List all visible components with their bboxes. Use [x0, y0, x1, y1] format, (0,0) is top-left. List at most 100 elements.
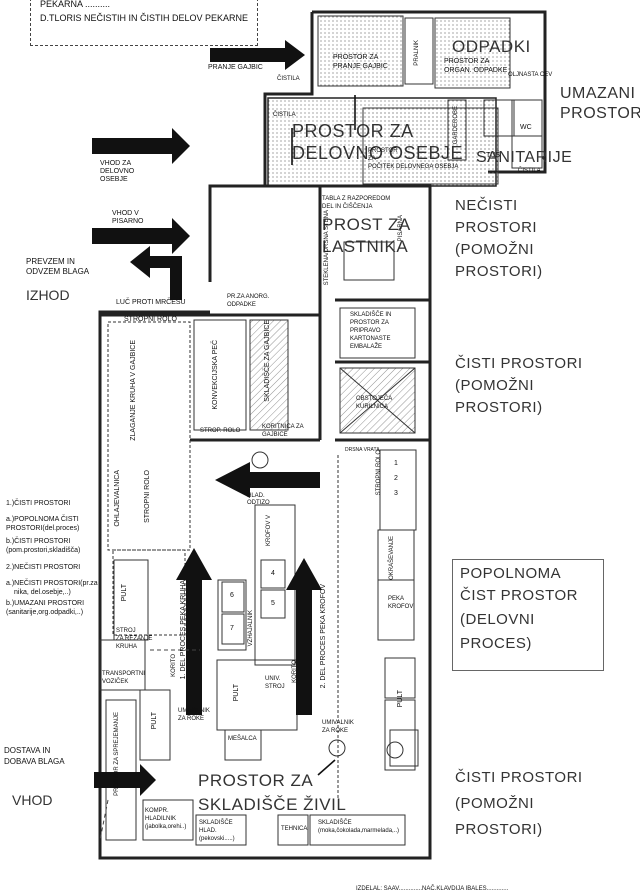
label-umivalnik-left-2: ZA ROKE: [178, 716, 205, 722]
label-umazani-2: PROSTORI: [560, 105, 640, 122]
label-hlad-1: HLAD.: [247, 493, 265, 499]
key-c2: 2.)NEČISTI PROSTORI: [6, 564, 81, 571]
label-umivalnik-right-1: UMIVALNIK: [322, 720, 354, 726]
label-strop-rolo: STROP. ROLO: [200, 428, 241, 434]
key-c1a-2: PROSTORI(del.proces): [6, 525, 80, 532]
label-stropni-rolo-1: STROPNI ROLO: [124, 316, 177, 323]
label-konvekcijska-pec: KONVEKCIJSKA PEČ: [212, 340, 219, 410]
label-stroj-3: KRUHA: [116, 644, 138, 650]
key-c2a-1: a.)NEČISTI PROSTORI(pr.za: [6, 580, 98, 587]
label-kurilnica-2: KURILNICA: [356, 404, 389, 410]
label-koritnica-2: GAJBICE: [262, 432, 288, 438]
label-stropni-rolo-3: STROPNI ROLO: [376, 450, 382, 496]
label-garderobe: GARDEROBE: [453, 106, 459, 145]
label-necisti-4: PROSTORI): [455, 263, 543, 280]
label-umazani-1: UMAZANI: [560, 85, 636, 102]
label-zlaganje-kruha: ZLAGANJE KRUHA V GAJBICE: [130, 340, 137, 441]
header-box: [30, 0, 258, 46]
label-univ-stroj-1: UNIV.: [265, 676, 281, 682]
label-korito-right: KORITO: [292, 660, 298, 683]
label-vzhajalnik: VZHAJALNIK: [248, 610, 254, 647]
label-sklad-hlad-2: HLAD.: [199, 828, 217, 834]
label-dostava-1: DOSTAVA IN: [4, 746, 51, 755]
label-cistila-top: ČISTILA: [277, 76, 300, 82]
label-sprejemanje: PROSTOR ZA SPREJEMANJE: [114, 712, 120, 796]
label-pranje-gajbic-room-2: PRANJE GAJBIC: [333, 63, 388, 70]
key-c2b-1: b.)UMAZANI PROSTORI: [6, 600, 85, 607]
label-prevzem-2: ODVZEM BLAGA: [26, 267, 90, 276]
label-cisti1-3: PROSTORI): [455, 399, 543, 416]
label-vhod-delovno-3: OSEBJE: [100, 176, 128, 183]
label-anorg-1: PR.ZA ANORG.: [227, 294, 270, 300]
label-transportni-2: VOZIČEK: [102, 679, 129, 685]
label-umivalnik-left-1: UMIVALNIK: [178, 708, 210, 714]
label-tabla-1: TABLA Z RAZPOREDOM: [322, 196, 391, 202]
label-kompr-2: HLADILNIK: [145, 816, 177, 822]
label-pult-lower: PULT: [151, 712, 158, 730]
label-dostava-2: DOBAVA BLAGA: [4, 757, 65, 766]
key-c1b-2: (pom.prostori,skladišča): [6, 547, 81, 554]
label-skladisce-zivil-1: PROSTOR ZA: [198, 771, 314, 790]
label-del-proces-krofov: 2. DEL PROCES PEKA KROFOV: [320, 584, 327, 689]
label-lastnika-1: PROST ZA: [322, 215, 411, 234]
key-c1b-1: b.)ČISTI PROSTORI: [6, 538, 71, 545]
label-vhod-delovno-2: DELOVNO: [100, 168, 135, 175]
number-7: 7: [230, 625, 234, 632]
key-c1a-1: a.)POPOLNOMA ČISTI: [6, 516, 79, 523]
label-delovno-osebje-2: DELOVNO OSEBJE: [292, 143, 464, 163]
label-oljnasta-cev: OLJNASTA CEV: [508, 72, 553, 78]
entrance-arrows: [92, 40, 322, 796]
key-c2a-2: nika, del.osebje,..): [14, 589, 71, 596]
label-tabla-2: DEL IN ČIŠČENJA: [322, 204, 373, 210]
label-okrasevanje: OKRAŠEVANJE: [389, 536, 395, 580]
label-kartonaste-1: SKLADIŠČE IN: [350, 312, 392, 318]
label-zlaganje-krofov: KROFOV V: [266, 515, 272, 547]
number-5: 5: [271, 600, 275, 607]
label-ohlajevalnica: OHLAJEVALNICA: [114, 470, 121, 527]
label-necisti-3: (POMOŽNI: [455, 241, 534, 258]
label-cistila-3: ČISTILA: [518, 168, 541, 174]
label-tehnica: TEHNICA: [281, 826, 308, 832]
label-pocitek-2: ZA: [368, 156, 376, 162]
label-cisti2-3: PROSTORI): [455, 821, 543, 838]
label-kompr-1: KOMPR.: [145, 808, 169, 814]
legend-line-3: (DELOVNI: [460, 611, 535, 628]
label-kartonaste-2: PROSTOR ZA: [350, 320, 389, 326]
label-skladisce-gajbice: SKLADIŠČE ZA GAJBICE: [264, 320, 271, 402]
label-delovno-osebje-1: PROSTOR ZA: [292, 121, 414, 141]
label-necisti-2: PROSTORI: [455, 219, 538, 236]
label-pult-center: PULT: [233, 684, 240, 702]
label-skladisce-zivil-2: SKLADIŠČE ŽIVIL: [198, 795, 347, 814]
header-line2: D.TLORIS NEČISTIH IN ČISTIH DELOV PEKARN…: [40, 13, 249, 23]
label-pocitek-1: PROSTOR: [368, 148, 398, 154]
label-sklad-hlad-3: (pekovski.....): [199, 836, 235, 842]
label-vhod-delovno-1: VHOD ZA: [100, 160, 132, 167]
label-univ-stroj-2: STROJ: [265, 684, 285, 690]
label-luc-mrcesu: LUČ PROTI MRČESU: [116, 299, 186, 306]
header-line1: PEKARNA ..........: [40, 0, 111, 9]
label-stroj-1: STROJ: [116, 628, 136, 634]
label-pisarna: PISARNA: [398, 215, 404, 242]
label-sklad-moka-1: SKLADIŠČE: [318, 820, 352, 826]
label-pult-left: PULT: [121, 584, 128, 602]
label-bottom-note: IZDELAL: SAAV..............NAČ.KLAVDIJA …: [356, 886, 509, 892]
label-sanitarije: SANITARIJE: [476, 149, 573, 166]
label-kurilnica-1: OBSTOJEČA: [356, 396, 393, 402]
key-c2b-2: (sanitarije,org.odpadki,..): [6, 609, 84, 616]
legend-box: [452, 559, 604, 671]
label-steklena-stena: STEKLENA/DRSNA STENA: [324, 210, 330, 286]
label-cistila-2: ČISTILA: [273, 112, 296, 118]
label-umivalnik-right-2: ZA ROKE: [322, 728, 349, 734]
label-mesalca: MEŠALCA: [228, 736, 257, 742]
label-peka-krofov-2: KROFOV: [388, 604, 414, 610]
label-vhod: VHOD: [12, 792, 53, 808]
label-wc: WC: [520, 124, 532, 131]
label-kompr-3: (jabolka,orehi..): [145, 824, 187, 830]
label-necisti-1: NEČISTI: [455, 197, 518, 214]
label-drsna-vrata: DRSNA VRATA: [345, 447, 380, 453]
legend-line-1: POPOLNOMA: [460, 565, 562, 582]
label-prevzem-1: PREVZEM IN: [26, 257, 75, 266]
label-stroj-2: ZA REZANJE: [116, 636, 153, 642]
label-transportni-1: TRANSPORTNI: [102, 671, 145, 677]
